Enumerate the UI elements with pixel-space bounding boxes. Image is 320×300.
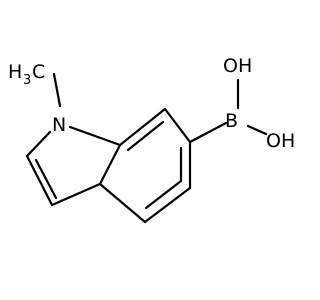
c7-c6-bond xyxy=(163,107,192,144)
c7a-c7-bond xyxy=(118,107,167,147)
c6-b-bond xyxy=(188,121,228,144)
n-methyl-bond xyxy=(52,72,62,108)
c2-c3-bond xyxy=(25,154,54,207)
b-oh-bottom-bond xyxy=(246,124,268,136)
n-c2-bond xyxy=(25,130,52,158)
hydroxyl-bottom-label: OH xyxy=(266,130,295,152)
c3-c3a-bond xyxy=(50,182,102,207)
c4-c3a-bond xyxy=(98,182,147,224)
c5-c4-inner-bond xyxy=(144,179,183,210)
c3a-c7a-bond xyxy=(98,143,122,186)
n-c7a-bond xyxy=(68,125,122,147)
methyl-h-label: H xyxy=(8,61,22,83)
methyl-c-label: C xyxy=(32,61,45,83)
hydroxyl-top-label: OH xyxy=(223,55,252,77)
boron-label: B xyxy=(225,110,238,132)
methyl-subscript-label: 3 xyxy=(23,73,31,88)
structure-diagram: N H 3 C B OH OH xyxy=(8,55,296,224)
c5-c4-bond xyxy=(143,186,192,224)
c7a-c7-inner-bond xyxy=(126,120,165,152)
c2-c3-inner-bond xyxy=(34,158,58,200)
molecule-drawing: N H 3 C B OH OH xyxy=(8,55,295,224)
nitrogen-label: N xyxy=(52,114,66,136)
